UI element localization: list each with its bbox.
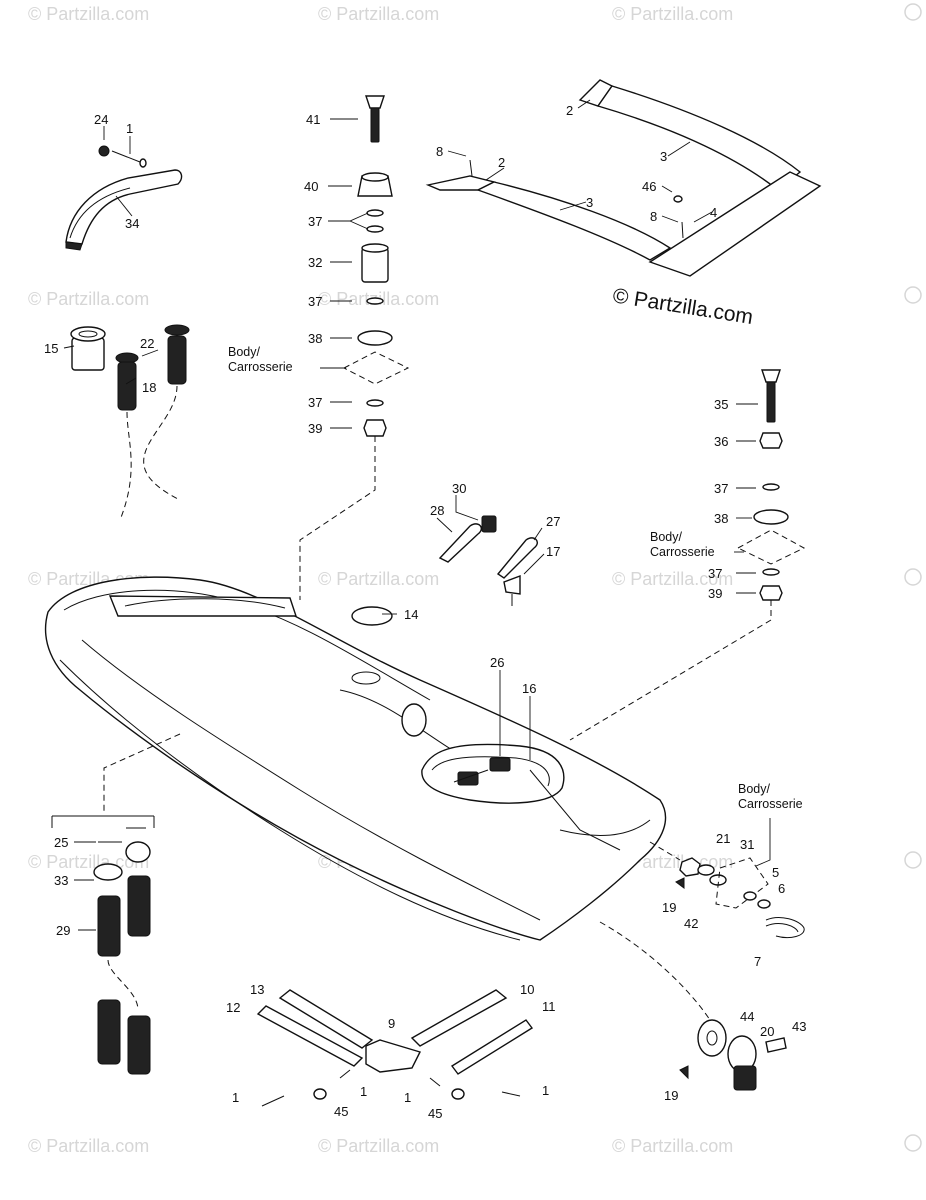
watermark-text: © Partzilla.com (28, 289, 149, 309)
callout-22: 22 (140, 336, 154, 351)
callout-44: 44 (740, 1009, 754, 1024)
callout-40: 40 (304, 179, 318, 194)
callout-7: 7 (754, 954, 761, 969)
callout-20: 20 (760, 1024, 774, 1039)
callout-39: 39 (308, 421, 322, 436)
callout-21: 21 (716, 831, 730, 846)
callout-5: 5 (772, 865, 779, 880)
callout-8: 8 (436, 144, 443, 159)
callout-numbers: 24 1 34 15 22 18 41 40 37 32 37 38 37 39… (44, 103, 806, 1121)
callout-34: 34 (125, 216, 139, 231)
towing-eye-group (599, 841, 805, 1021)
callout-38: 38 (714, 511, 728, 526)
watermark-text: © Partzilla.com (318, 1136, 439, 1156)
callout-32: 32 (308, 255, 322, 270)
callout-45: 45 (334, 1104, 348, 1119)
callout-10: 10 (520, 982, 534, 997)
callout-3: 3 (586, 195, 593, 210)
watermark-text: © Partzilla.com (28, 4, 149, 24)
watermark-text: © Partzilla.com (28, 1136, 149, 1156)
callout-37: 37 (308, 214, 322, 229)
right-mount-stack (569, 369, 806, 741)
callout-13: 13 (250, 982, 264, 997)
callout-8: 8 (650, 209, 657, 224)
watermarks: © Partzilla.com © Partzilla.com © Partzi… (28, 3, 922, 1156)
callout-24: 24 (94, 112, 108, 127)
bottom-strips-group (256, 989, 534, 1107)
callout-25: 25 (54, 835, 68, 850)
callout-46: 46 (642, 179, 656, 194)
callout-37: 37 (308, 395, 322, 410)
callout-1: 1 (404, 1090, 411, 1105)
callout-37: 37 (714, 481, 728, 496)
callout-1: 1 (360, 1084, 367, 1099)
callout-4: 4 (710, 205, 717, 220)
callout-19: 19 (664, 1088, 678, 1103)
callout-14: 14 (404, 607, 418, 622)
callout-2: 2 (566, 103, 573, 118)
body-label-line1: Body/ (738, 782, 770, 796)
callout-30: 31 (740, 837, 754, 852)
cable-ties-group (438, 515, 538, 606)
left-fittings-group (51, 733, 181, 1075)
callout-1: 1 (542, 1083, 549, 1098)
callout-1: 1 (126, 121, 133, 136)
callout-12: 12 (226, 1000, 240, 1015)
callout-27: 27 (546, 514, 560, 529)
callout-28: 29 (56, 923, 70, 938)
callout-17: 17 (546, 544, 560, 559)
callout-6: 6 (778, 881, 785, 896)
drain-plugs-group (70, 324, 190, 521)
drain-fitting-group (679, 1019, 787, 1091)
callout-31: 30 (452, 481, 466, 496)
callout-38: 38 (308, 331, 322, 346)
hull-body-part (44, 576, 667, 941)
center-mount-stack (299, 95, 410, 600)
callout-1: 1 (232, 1090, 239, 1105)
callout-42: 42 (684, 916, 698, 931)
callout-9: 9 (388, 1016, 395, 1031)
body-label-line1: Body/ (650, 530, 682, 544)
callout-37: 37 (708, 566, 722, 581)
grab-handle-part (65, 145, 183, 251)
callout-3: 3 (660, 149, 667, 164)
body-label-line1: Body/ (228, 345, 260, 359)
callout-36: 36 (714, 434, 728, 449)
callout-33: 33 (54, 873, 68, 888)
callout-37: 37 (308, 294, 322, 309)
callout-29: 28 (430, 503, 444, 518)
watermark-main-text: © Partzilla.com (611, 284, 754, 329)
callout-11: 11 (542, 999, 556, 1014)
callout-leaders (63, 99, 758, 931)
watermark-text: © Partzilla.com (318, 569, 439, 589)
watermark-text: © Partzilla.com (612, 1136, 733, 1156)
callout-18: 18 (142, 380, 156, 395)
callout-45: 45 (428, 1106, 442, 1121)
callout-16: 16 (522, 681, 536, 696)
seat-strips-group (425, 79, 822, 277)
body-label-line2: Carrosserie (650, 545, 715, 559)
watermark-text: © Partzilla.com (612, 4, 733, 24)
callout-35: 35 (714, 397, 728, 412)
callout-15: 15 (44, 341, 58, 356)
watermark-text: © Partzilla.com (612, 569, 733, 589)
callout-41: 41 (306, 112, 320, 127)
body-label-line2: Carrosserie (228, 360, 293, 374)
callout-26: 26 (490, 655, 504, 670)
callout-43: 43 (792, 1019, 806, 1034)
callout-19: 19 (662, 900, 676, 915)
body-labels: Body/ Carrosserie Body/ Carrosserie Body… (228, 345, 803, 867)
callout-39: 39 (708, 586, 722, 601)
watermark-text: © Partzilla.com (318, 4, 439, 24)
body-label-line2: Carrosserie (738, 797, 803, 811)
callout-2: 2 (498, 155, 505, 170)
